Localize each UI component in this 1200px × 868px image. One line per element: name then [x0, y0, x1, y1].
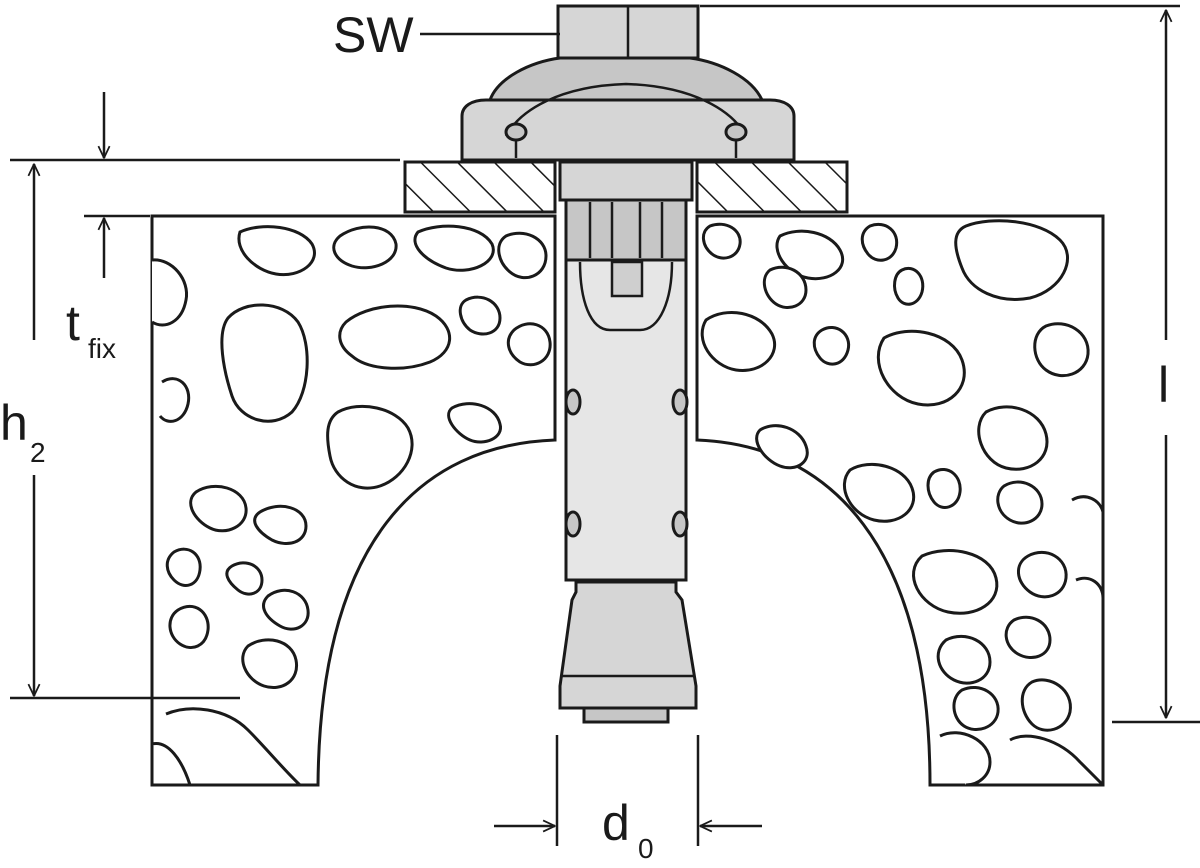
label-d0-sub: 0 — [638, 833, 654, 864]
fixture-plate — [403, 160, 849, 214]
label-tfix-main: t — [66, 295, 80, 351]
concrete-aggregate-left — [151, 224, 552, 787]
concrete-hollow-slab — [150, 214, 1105, 787]
label-h2-sub: 2 — [30, 437, 46, 468]
label-sw: SW — [333, 7, 414, 63]
concrete-aggregate-right — [700, 219, 1105, 787]
dimension-lines — [10, 4, 1200, 846]
anchor-sleeve — [558, 160, 694, 582]
washer-and-hex-nut — [460, 4, 796, 162]
label-tfix-sub: fix — [88, 333, 116, 364]
labels: SW l t fix h 2 d 0 — [0, 7, 1169, 864]
label-d0-main: d — [602, 795, 630, 851]
label-length: l — [1158, 357, 1169, 413]
anchor-cone — [558, 580, 698, 724]
label-h2-main: h — [0, 395, 28, 451]
